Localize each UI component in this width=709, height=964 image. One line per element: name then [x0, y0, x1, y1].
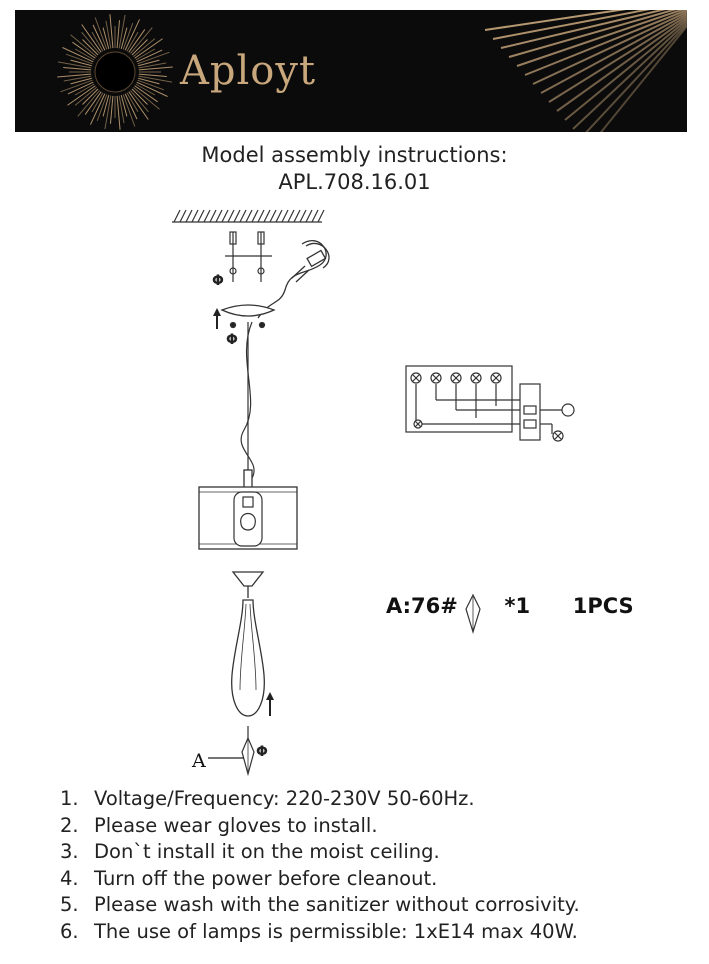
assembly-diagram: Φ Φ [172, 209, 575, 777]
screw-icon [225, 231, 272, 282]
instruction-item: 4.Turn off the power before cleanout. [60, 866, 438, 890]
instruction-item: 3.Don`t install it on the moist ceiling. [60, 840, 440, 863]
sun-rays-decoration [57, 10, 687, 132]
ceiling-mount-icon [220, 304, 276, 329]
callout-letter: A [191, 750, 206, 772]
part-label: A:76# [386, 594, 458, 618]
crystal-part-icon [465, 593, 481, 635]
document-title: Model assembly instructions: [201, 143, 508, 167]
rotate-symbol-2: Φ [226, 332, 238, 348]
parts-list: A:76# *1 1PCS [386, 594, 634, 618]
arrow-head-icon [213, 308, 221, 316]
arrow-head-icon-2 [266, 692, 274, 700]
brand-logo: Aployt [180, 48, 317, 94]
instructions-list: 1.Voltage/Frequency: 220-230V 50-60Hz. 2… [60, 786, 580, 945]
supply-cable-icon [257, 240, 330, 319]
rotate-symbol-3: Φ [256, 744, 268, 760]
instruction-item: 2.Please wear gloves to install. [60, 813, 378, 837]
bulb-icon [233, 491, 263, 547]
model-number: APL.708.16.01 [278, 170, 431, 194]
glass-drop-icon [231, 571, 265, 717]
suspension-wire-icon [240, 321, 255, 479]
ceiling-hatch-icon [172, 209, 325, 223]
instruction-item: 1.Voltage/Frequency: 220-230V 50-60Hz. [60, 787, 475, 810]
wiring-diagram-icon [405, 365, 575, 442]
part-count: 1PCS [572, 594, 634, 618]
part-multiplier: *1 [504, 594, 531, 618]
crystal-pendant-icon [241, 726, 255, 777]
rotate-symbol: Φ [212, 273, 224, 289]
instruction-item: 5.Please wash with the sanitizer without… [60, 893, 580, 916]
brand-banner: Aployt [15, 10, 687, 132]
instruction-item: 6.The use of lamps is permissible: 1xE14… [60, 919, 578, 943]
